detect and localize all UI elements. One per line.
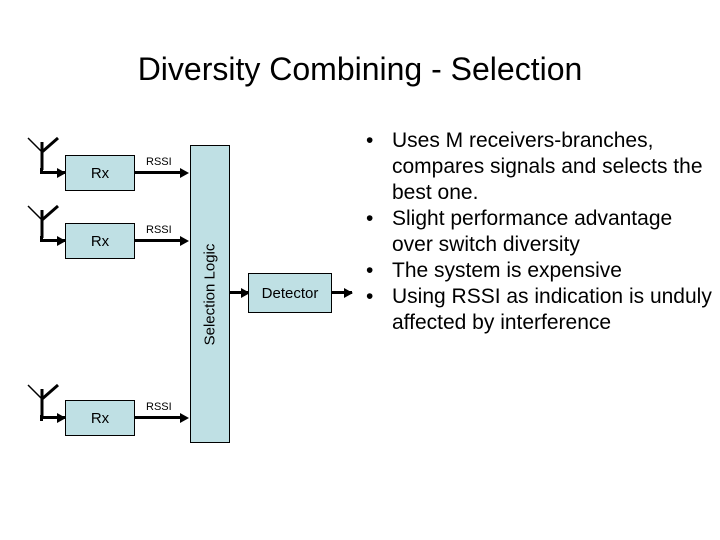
detector-box[interactable]: Detector xyxy=(248,273,332,313)
rssi-line-2 xyxy=(135,239,182,242)
bullet-marker-4: • xyxy=(366,285,374,308)
rssi-arrow-1 xyxy=(180,168,189,178)
antenna-icon-2 xyxy=(27,204,59,238)
feeder-arrow-3 xyxy=(57,413,66,423)
rssi-label-3: RSSI xyxy=(146,401,172,413)
feeder-line-3 xyxy=(40,416,65,419)
rssi-label-2: RSSI xyxy=(146,224,172,236)
bullet-marker-2: • xyxy=(366,207,374,230)
rssi-line-3 xyxy=(135,416,182,419)
selection-logic-box[interactable]: Selection Logic xyxy=(190,145,230,443)
bullet-text-1: Uses M receivers-branches, compares sign… xyxy=(392,129,703,204)
selection-to-detector-arrow xyxy=(241,288,250,298)
detector-output-line xyxy=(332,291,352,294)
feeder-arrow-1 xyxy=(57,168,66,178)
rssi-arrow-3 xyxy=(180,413,189,423)
bullet-text-4: Using RSSI as indication is unduly affec… xyxy=(392,285,712,334)
rx-box-1[interactable]: Rx xyxy=(65,155,135,191)
rx-label-1: Rx xyxy=(90,164,110,182)
bullet-item-4: • Using RSSI as indication is unduly aff… xyxy=(360,284,712,336)
bullet-item-1: • Uses M receivers-branches, compares si… xyxy=(360,128,712,206)
feeder-line-1 xyxy=(40,171,65,174)
rssi-line-1 xyxy=(135,171,182,174)
selection-to-detector-line xyxy=(230,291,250,294)
rx-label-2: Rx xyxy=(90,232,110,250)
rx-label-3: Rx xyxy=(90,409,110,427)
feeder-line-2 xyxy=(40,239,65,242)
antenna-icon-1 xyxy=(27,136,59,170)
bullet-item-3: • The system is expensive xyxy=(360,258,712,284)
rx-box-2[interactable]: Rx xyxy=(65,223,135,259)
bullet-marker-3: • xyxy=(366,259,374,282)
rssi-arrow-2 xyxy=(180,236,189,246)
bullet-marker-1: • xyxy=(366,129,374,152)
detector-label: Detector xyxy=(261,284,319,302)
detector-output-arrow xyxy=(344,288,353,298)
block-diagram: Rx RSSI Rx RSSI Rx RSS xyxy=(0,0,353,540)
rx-box-3[interactable]: Rx xyxy=(65,400,135,436)
page-title: Diversity Combining - Selection xyxy=(137,51,583,87)
selection-logic-label: Selection Logic xyxy=(201,243,219,345)
bullet-item-2: • Slight performance advantage over swit… xyxy=(360,206,712,258)
bullet-text-3: The system is expensive xyxy=(392,259,622,282)
antenna-icon-3 xyxy=(27,383,59,417)
feeder-arrow-2 xyxy=(57,236,66,246)
bullet-text-2: Slight performance advantage over switch… xyxy=(392,207,673,256)
bullet-list: • Uses M receivers-branches, compares si… xyxy=(360,128,712,336)
rssi-label-1: RSSI xyxy=(146,156,172,168)
